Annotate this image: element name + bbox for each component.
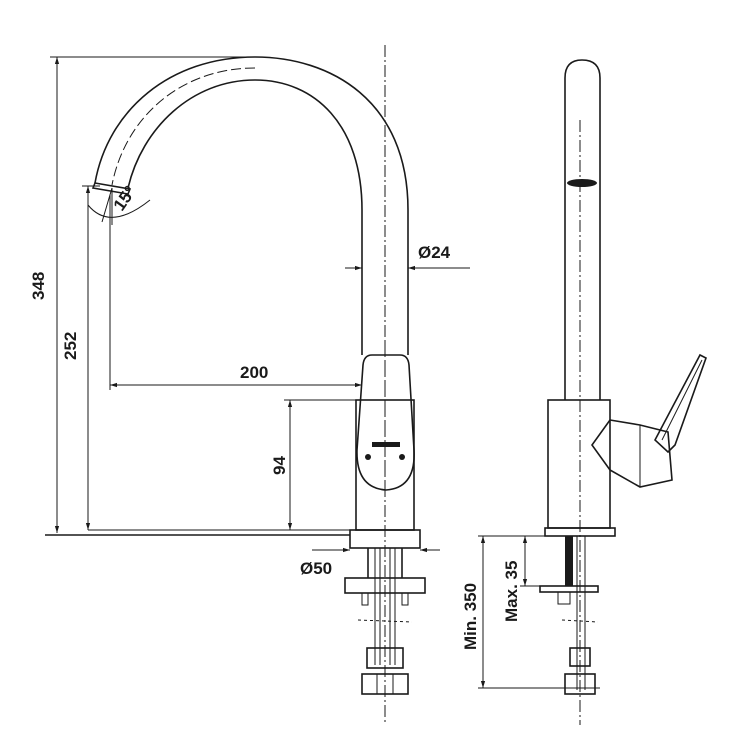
side-spout <box>564 59 601 400</box>
side-mount-plate <box>539 585 599 593</box>
front-view: 348 252 200 94 Ø24 Ø50 15° <box>29 45 470 725</box>
base-plate <box>349 529 421 549</box>
spout-inner <box>127 79 363 355</box>
side-handle-base <box>591 419 673 488</box>
side-aerator <box>567 179 597 187</box>
side-body <box>547 399 611 529</box>
lever-handle <box>356 354 415 491</box>
dim-spout-diameter: Ø24 <box>418 243 451 262</box>
brand-logo <box>372 442 400 447</box>
hot-indicator-icon <box>365 454 371 460</box>
dim-min-pipe: Min. 350 <box>461 583 480 650</box>
mounting-hardware <box>344 548 426 695</box>
dim-total-height: 348 <box>29 272 48 300</box>
dim-spout-height: 252 <box>61 332 80 360</box>
side-view: Min. 350 Max. 35 <box>461 59 707 725</box>
dim-spout-reach: 200 <box>240 363 268 382</box>
side-base-plate <box>544 527 616 537</box>
cold-indicator-icon <box>399 454 405 460</box>
spout-axis <box>111 67 256 186</box>
threaded-rod <box>565 536 573 586</box>
dim-max-counter: Max. 35 <box>502 561 521 622</box>
dim-body-height: 94 <box>270 456 289 475</box>
dim-base-diameter: Ø50 <box>300 559 332 578</box>
side-lever <box>654 353 707 454</box>
